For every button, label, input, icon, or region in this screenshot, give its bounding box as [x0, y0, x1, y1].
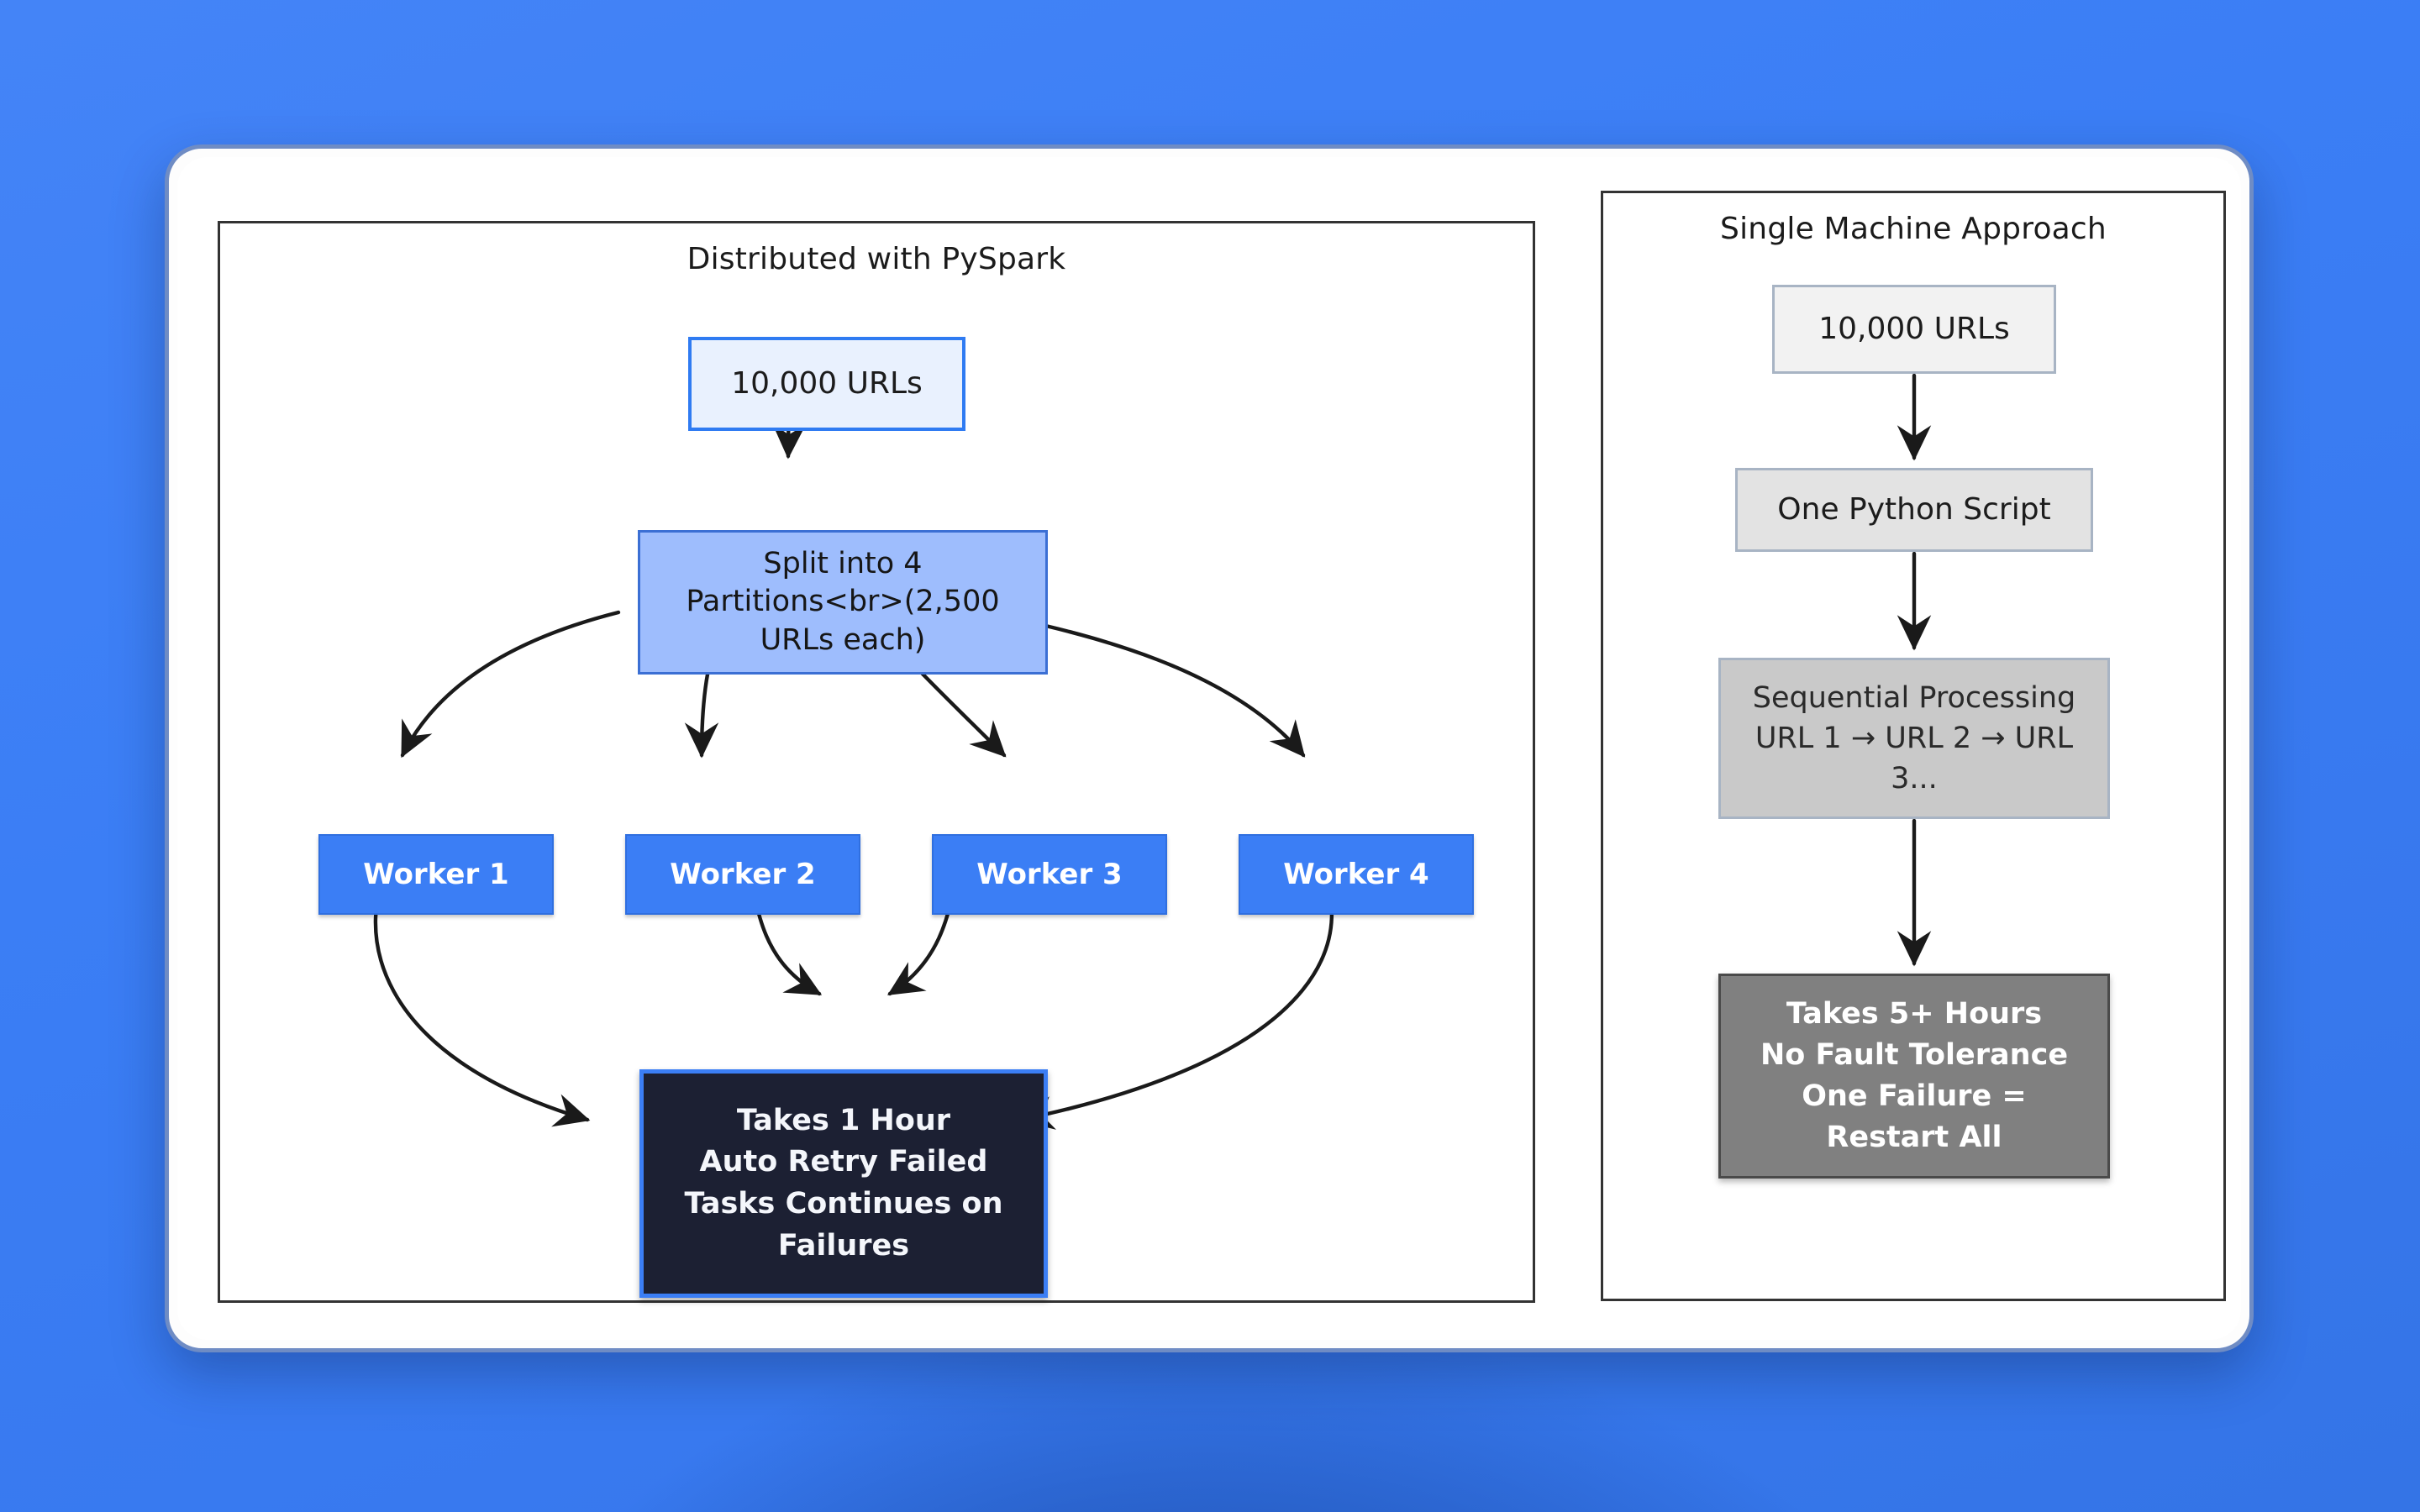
node-worker-3-label: Worker 3 [976, 857, 1123, 891]
split-line-3: URLs each) [760, 622, 926, 657]
node-split-partitions-label: Split into 4 Partitions<br>(2,500 URLs e… [686, 545, 999, 660]
dist-result-line-4: Failures [777, 1228, 910, 1263]
node-split-partitions[interactable]: Split into 4 Partitions<br>(2,500 URLs e… [638, 530, 1048, 675]
seq-line-3: 3... [1891, 762, 1938, 796]
diagram-canvas: Distributed with PySpark 10,000 URLs Spl… [177, 157, 2266, 1365]
node-sequential-processing[interactable]: Sequential Processing URL 1 → URL 2 → UR… [1718, 658, 2110, 819]
single-result-line-2: No Fault Tolerance [1760, 1038, 2069, 1072]
single-result-line-4: Restart All [1826, 1121, 2002, 1154]
node-distributed-result[interactable]: Takes 1 Hour Auto Retry Failed Tasks Con… [639, 1069, 1048, 1298]
subgraph-single-machine-title: Single Machine Approach [1720, 212, 2107, 246]
subgraph-distributed: Distributed with PySpark [218, 221, 1535, 1303]
split-line-1: Split into 4 [763, 546, 923, 580]
node-worker-3[interactable]: Worker 3 [932, 834, 1167, 915]
node-single-result-label: Takes 5+ Hours No Fault Tolerance One Fa… [1760, 994, 2068, 1158]
subgraph-distributed-title: Distributed with PySpark [687, 242, 1066, 276]
node-distributed-urls-label: 10,000 URLs [731, 365, 923, 401]
diagram-card-surface: Distributed with PySpark 10,000 URLs Spl… [177, 157, 2241, 1340]
dist-result-line-2: Auto Retry Failed [699, 1145, 988, 1179]
node-single-urls-label: 10,000 URLs [1818, 311, 2010, 346]
node-distributed-result-label: Takes 1 Hour Auto Retry Failed Tasks Con… [684, 1100, 1002, 1268]
node-worker-1-label: Worker 1 [363, 857, 509, 891]
split-line-2: Partitions<br>(2,500 [686, 585, 1000, 619]
subgraph-single-machine: Single Machine Approach [1601, 191, 2226, 1301]
node-worker-1[interactable]: Worker 1 [318, 834, 554, 915]
diagram-card: Distributed with PySpark 10,000 URLs Spl… [165, 144, 2254, 1352]
seq-line-1: Sequential Processing [1752, 680, 2076, 715]
node-one-python-script[interactable]: One Python Script [1735, 468, 2093, 552]
node-one-python-script-label: One Python Script [1777, 491, 2051, 527]
node-single-result[interactable]: Takes 5+ Hours No Fault Tolerance One Fa… [1718, 974, 2110, 1179]
dist-result-line-3: Tasks Continues on [684, 1187, 1003, 1221]
dist-result-line-1: Takes 1 Hour [736, 1103, 951, 1137]
node-worker-2[interactable]: Worker 2 [625, 834, 860, 915]
single-result-line-1: Takes 5+ Hours [1786, 997, 2043, 1031]
node-worker-4[interactable]: Worker 4 [1239, 834, 1474, 915]
node-sequential-processing-label: Sequential Processing URL 1 → URL 2 → UR… [1753, 678, 2076, 800]
seq-line-2: URL 1 → URL 2 → URL [1754, 721, 2074, 755]
node-worker-4-label: Worker 4 [1283, 857, 1429, 891]
node-single-urls[interactable]: 10,000 URLs [1772, 285, 2056, 374]
node-distributed-urls[interactable]: 10,000 URLs [688, 337, 965, 431]
single-result-line-3: One Failure = [1802, 1079, 2027, 1113]
node-worker-2-label: Worker 2 [670, 857, 816, 891]
